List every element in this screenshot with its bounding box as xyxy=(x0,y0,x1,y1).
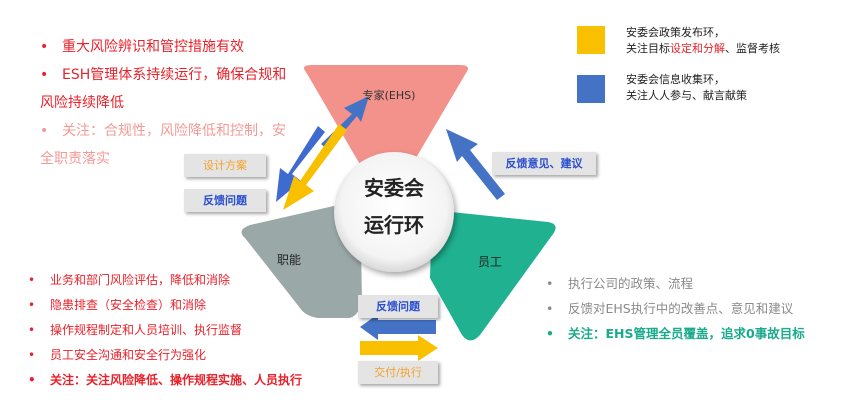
legend-info-line2: 关注人人参与、献言献策 xyxy=(626,89,747,102)
list-item: 执行公司的政策、流程 xyxy=(542,271,805,296)
expert-label: 专家(EHS) xyxy=(363,88,416,102)
deliver-arrow xyxy=(360,335,438,361)
legend-info-line1: 安委会信息收集环， xyxy=(626,73,725,86)
feedback-right-tag: 反馈意见、建议 xyxy=(492,152,596,175)
staff-bullet-list: 执行公司的政策、流程 反馈对EHS执行中的改善点、意见和建议 关注：EHS管理全… xyxy=(542,271,805,346)
function-label: 职能 xyxy=(277,253,301,267)
center-title-line2: 运行环 xyxy=(364,213,424,237)
list-item: 隐患排查（安全检查）和消除 xyxy=(24,293,302,318)
deliver-tag: 交付/执行 xyxy=(358,361,438,384)
expert-segment xyxy=(304,65,468,193)
function-bullet-list: 业务和部门风险评估，降低和消除 隐患排查（安全检查）和消除 操作规程制定和人员培… xyxy=(24,268,302,393)
center-circle xyxy=(334,152,454,272)
legend-swatch-policy xyxy=(577,26,605,54)
feedback-left-tag: 反馈问题 xyxy=(184,189,266,212)
staff-label: 员工 xyxy=(478,255,502,269)
list-item: 关注：EHS管理全员覆盖，追求0事故目标 xyxy=(542,321,805,346)
feedback-bottom-tag: 反馈问题 xyxy=(358,295,438,318)
list-item: ESH管理体系持续运行，确保合规和 xyxy=(36,61,286,89)
list-item: 业务和部门风险评估，降低和消除 xyxy=(24,268,302,293)
function-segment xyxy=(241,200,362,319)
staff-segment xyxy=(430,210,556,341)
feedback-bottom-arrow xyxy=(360,314,436,340)
list-item: 重大风险辨识和管控措施有效 xyxy=(36,33,286,61)
feedback-up-arrow xyxy=(276,126,325,202)
legend-text-info: 安委会信息收集环， 关注人人参与、献言献策 xyxy=(626,72,747,104)
list-item: 关注：关注风险降低、操作规程实施、人员执行 xyxy=(24,368,302,393)
expert-bullet-list: 重大风险辨识和管控措施有效 ESH管理体系持续运行，确保合规和 风险持续降低 关… xyxy=(36,33,286,173)
feedback-right-arrow xyxy=(446,129,505,200)
list-item: 关注：合规性，风险降低和控制，安 xyxy=(36,117,286,145)
center-title-line1: 安委会 xyxy=(364,176,424,200)
legend-policy-line2: 关注目标设定和分解、监督考核 xyxy=(626,42,780,55)
list-item: 操作规程制定和人员培训、执行监督 xyxy=(24,318,302,343)
list-item: 反馈对EHS执行中的改善点、意见和建议 xyxy=(542,296,805,321)
list-item: 员工安全沟通和安全行为强化 xyxy=(24,343,302,368)
design-tag: 设计方案 xyxy=(184,154,266,177)
legend-text-policy: 安委会政策发布环， 关注目标设定和分解、监督考核 xyxy=(626,25,780,57)
legend-swatch-info xyxy=(577,75,605,103)
design-arrow xyxy=(283,124,347,210)
list-item: 风险持续降低 xyxy=(40,95,124,111)
list-item: 全职责落实 xyxy=(40,151,110,167)
legend-policy-line1: 安委会政策发布环， xyxy=(626,26,725,39)
